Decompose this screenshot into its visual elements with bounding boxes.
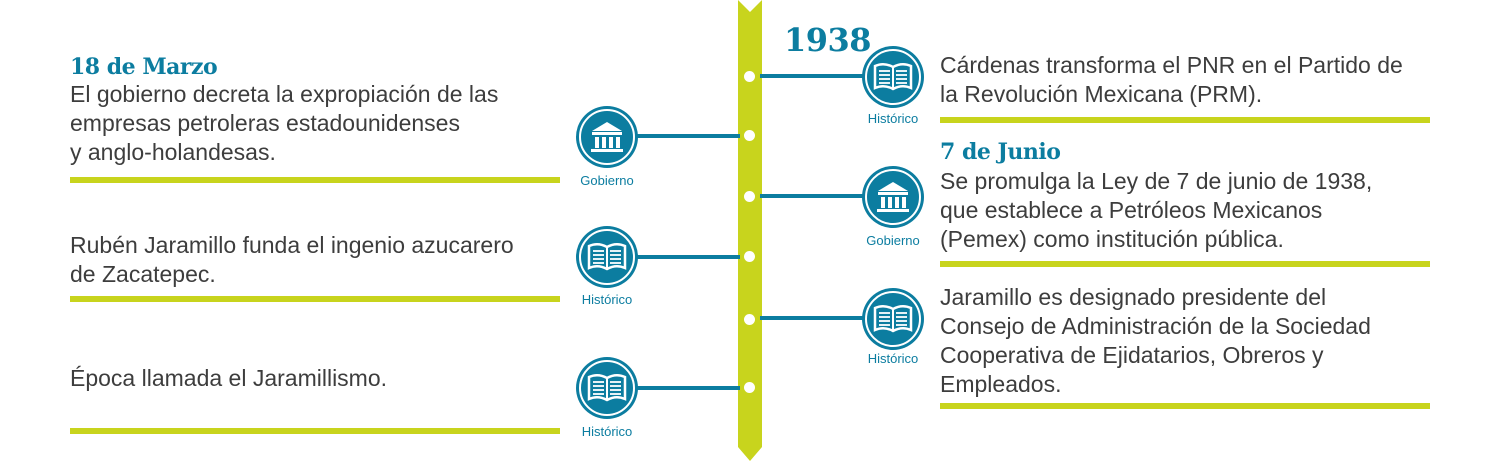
timeline-dot <box>744 191 755 202</box>
event-text: Se promulga la Ley de 7 de junio de 1938… <box>940 168 1373 252</box>
timeline-dot <box>744 71 755 82</box>
government-building-icon <box>576 106 638 168</box>
open-book-icon <box>862 288 924 350</box>
connector-line <box>760 74 870 78</box>
event-text: Época llamada el Jaramillismo. <box>70 365 388 391</box>
event-underline <box>70 296 560 302</box>
connector-line <box>620 386 740 390</box>
open-book-icon <box>576 357 638 419</box>
event-text: Cárdenas transforma el PNR en el Partido… <box>940 52 1403 107</box>
event-text: Rubén Jaramillo funda el ingenio azucare… <box>70 232 514 287</box>
timeline-dot <box>744 314 755 325</box>
event-underline <box>940 117 1430 123</box>
event-underline <box>70 177 560 183</box>
year-label: 1938 <box>784 21 872 59</box>
category-label: Histórico <box>581 292 633 307</box>
connector-line <box>620 255 740 259</box>
government-building-icon <box>862 166 924 228</box>
category-label: Gobierno <box>866 233 920 248</box>
event-date: 7 de Junio <box>940 139 1061 165</box>
timeline-dot <box>744 251 755 262</box>
event-date: 18 de Marzo <box>70 54 218 80</box>
timeline-dot <box>744 130 755 141</box>
category-label: Histórico <box>581 424 633 439</box>
category-label: Histórico <box>867 111 919 126</box>
connector-line <box>760 316 870 320</box>
connector-line <box>620 134 740 138</box>
event-underline <box>940 403 1430 409</box>
event-underline <box>940 261 1430 267</box>
category-label: Gobierno <box>580 173 634 188</box>
open-book-icon <box>576 226 638 288</box>
event-text: El gobierno decreta la expropiación de l… <box>70 81 499 165</box>
event-underline <box>70 428 560 434</box>
category-label: Histórico <box>867 351 919 366</box>
timeline-dot <box>744 382 755 393</box>
connector-line <box>760 194 870 198</box>
open-book-icon <box>862 46 924 108</box>
